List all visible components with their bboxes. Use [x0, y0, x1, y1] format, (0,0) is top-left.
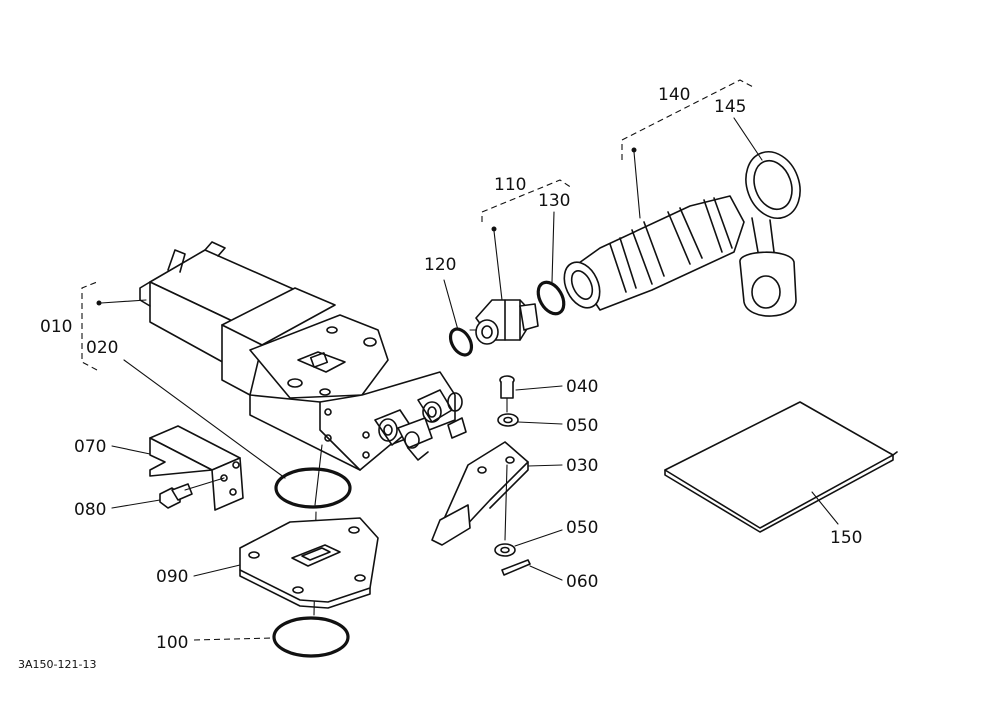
part-090-cover-plate — [239, 517, 379, 609]
part-070-bracket — [149, 425, 244, 511]
leader-100 — [193, 637, 275, 641]
leader-070 — [111, 445, 151, 455]
drawing-code: 3A150-121-13 — [18, 658, 96, 671]
leader-050-upper — [517, 421, 563, 425]
label-050-upper: 050 — [566, 416, 598, 436]
label-130: 130 — [538, 191, 570, 211]
part-100-o-ring — [272, 616, 350, 658]
part-130-o-ring — [536, 280, 566, 316]
part-050-washer-upper — [497, 413, 519, 427]
label-060: 060 — [566, 572, 598, 592]
label-020: 020 — [86, 338, 118, 358]
label-070: 070 — [74, 437, 106, 457]
label-010: 010 — [40, 317, 72, 337]
part-020-o-ring — [274, 467, 352, 509]
leader-080 — [111, 499, 161, 509]
leader-120 — [443, 279, 459, 331]
leader-050-lower — [514, 529, 563, 547]
leader-060 — [529, 565, 563, 581]
label-120: 120 — [424, 255, 456, 275]
part-150-manual — [664, 401, 898, 533]
leader-020 — [123, 359, 286, 479]
part-060-cotter-pin — [501, 559, 531, 576]
part-040-pin — [499, 375, 515, 413]
leader-dot-140 — [631, 147, 637, 153]
part-120-o-ring — [448, 327, 474, 357]
label-030: 030 — [566, 456, 598, 476]
part-140-quick-coupler — [563, 195, 745, 311]
label-145: 145 — [714, 97, 746, 117]
leader-030 — [527, 464, 563, 467]
centerline-030 — [504, 464, 508, 541]
leader-130 — [551, 211, 555, 283]
label-140: 140 — [658, 85, 690, 105]
leader-140 — [633, 151, 641, 219]
label-080: 080 — [74, 500, 106, 520]
leader-150 — [811, 491, 839, 525]
centerline-020 — [314, 444, 323, 506]
label-110: 110 — [494, 175, 526, 195]
bracket-140 — [621, 79, 756, 160]
label-150: 150 — [830, 528, 862, 548]
bracket-010 — [81, 281, 98, 371]
part-145-dust-cap — [739, 151, 801, 317]
leader-dot-010 — [96, 300, 102, 306]
leader-145 — [733, 117, 763, 161]
part-030-lever — [431, 441, 529, 546]
leader-040 — [515, 385, 563, 391]
label-050-lower: 050 — [566, 518, 598, 538]
leader-dot-110 — [491, 226, 497, 232]
part-050-washer-lower — [494, 543, 516, 557]
part-080-bolt — [159, 477, 225, 509]
leader-110 — [493, 230, 503, 301]
label-040: 040 — [566, 377, 598, 397]
bracket-110 — [481, 179, 573, 222]
leader-090 — [193, 564, 241, 577]
part-010-valve-body — [139, 241, 467, 471]
leader-010 — [100, 299, 147, 304]
label-100: 100 — [156, 633, 188, 653]
part-110-adapter — [469, 299, 539, 345]
label-090: 090 — [156, 567, 188, 587]
